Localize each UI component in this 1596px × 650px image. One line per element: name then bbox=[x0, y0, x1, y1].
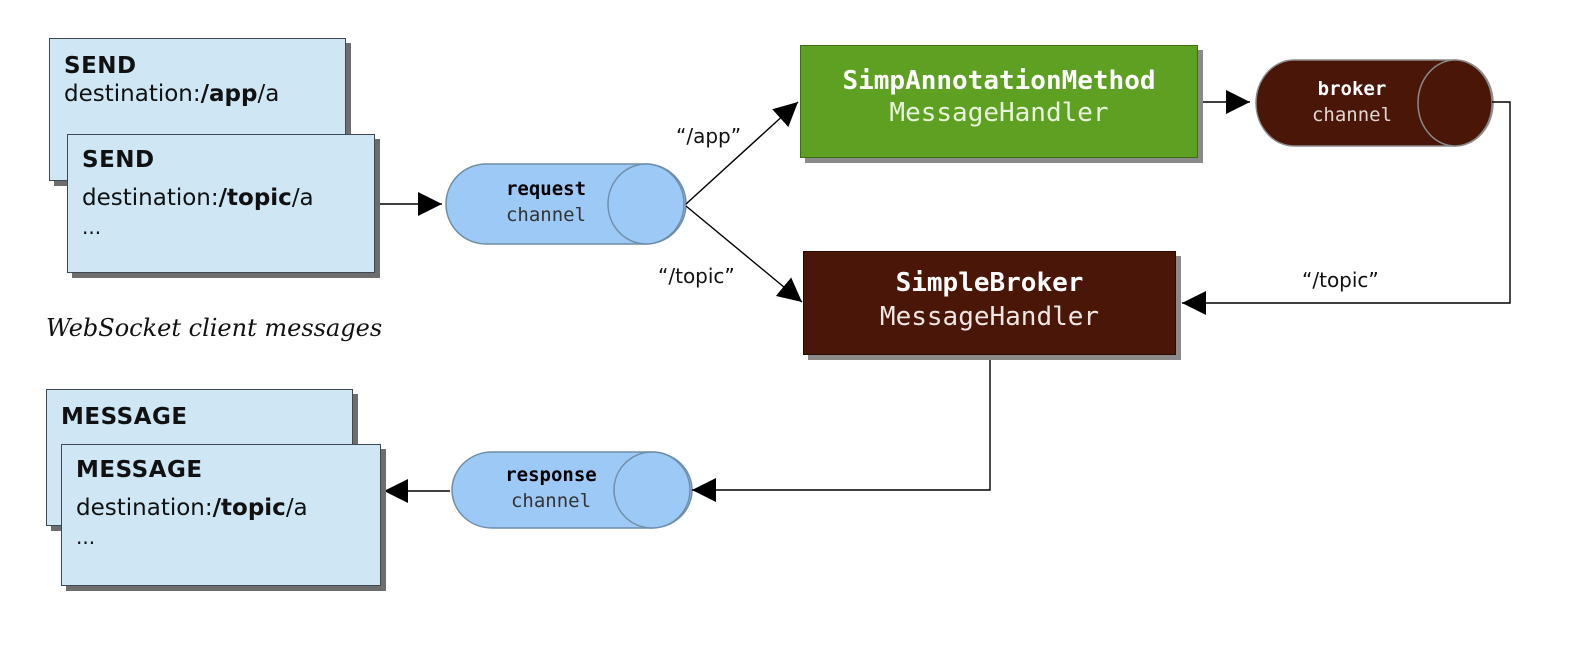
send-front-title: SEND bbox=[82, 147, 155, 173]
request-channel-shape bbox=[445, 163, 687, 245]
message-front: MESSAGE destination:/topic/a ... bbox=[61, 444, 381, 586]
send-front-destination: destination:/topic/a bbox=[82, 185, 374, 211]
simple-broker-sub: MessageHandler bbox=[879, 302, 1100, 332]
send-back-dest-prefix: destination: bbox=[64, 81, 201, 107]
send-front-dest-suffix: /a bbox=[291, 185, 314, 211]
send-front-dest-bold: /topic bbox=[218, 185, 292, 211]
broker-channel-title: broker bbox=[1317, 78, 1387, 100]
response-channel-title: response bbox=[505, 464, 597, 486]
client-messages-caption: WebSocket client messages bbox=[46, 314, 383, 342]
message-back-title: MESSAGE bbox=[61, 404, 188, 430]
send-front-ellipsis: ... bbox=[82, 215, 102, 239]
send-back-destination: destination:/app/a bbox=[64, 81, 345, 107]
send-back-dest-suffix: /a bbox=[257, 81, 280, 107]
arrow-request-to-simplebroker bbox=[685, 205, 803, 303]
message-front-dest-prefix: destination: bbox=[76, 495, 213, 521]
annotation-method-handler: SimpAnnotationMethod MessageHandler bbox=[800, 45, 1198, 158]
annotation-handler-title: SimpAnnotationMethod bbox=[842, 66, 1156, 96]
arrow-simplebroker-to-response bbox=[692, 357, 991, 502]
message-front-title: MESSAGE bbox=[76, 457, 203, 483]
route-label-topic-lower: “/topic” bbox=[658, 264, 735, 288]
route-label-topic-right: “/topic” bbox=[1302, 268, 1379, 292]
message-front-ellipsis: ... bbox=[76, 525, 96, 549]
request-channel-label: request channel bbox=[486, 176, 606, 228]
arrow-request-to-annotation bbox=[685, 101, 799, 205]
route-label-app: “/app” bbox=[676, 124, 742, 148]
send-back-dest-bold: /app bbox=[200, 81, 258, 107]
annotation-handler-sub: MessageHandler bbox=[889, 98, 1109, 128]
broker-channel-shape bbox=[1255, 59, 1494, 147]
arrow-broker-to-simplebroker bbox=[1182, 101, 1511, 315]
send-message-front: SEND destination:/topic/a ... bbox=[67, 134, 375, 273]
broker-channel-label: broker channel bbox=[1292, 76, 1412, 128]
simple-broker-title: SimpleBroker bbox=[895, 268, 1084, 298]
send-front-dest-prefix: destination: bbox=[82, 185, 219, 211]
message-front-dest-suffix: /a bbox=[285, 495, 308, 521]
broker-channel-sub: channel bbox=[1311, 104, 1393, 126]
simple-broker-handler: SimpleBroker MessageHandler bbox=[803, 251, 1176, 355]
message-front-destination: destination:/topic/a bbox=[76, 495, 380, 521]
message-front-dest-bold: /topic bbox=[212, 495, 286, 521]
request-channel-sub: channel bbox=[505, 204, 587, 226]
response-channel-label: response channel bbox=[488, 462, 614, 514]
send-back-title: SEND bbox=[64, 53, 137, 79]
request-channel-title: request bbox=[505, 178, 587, 200]
response-channel-shape bbox=[451, 451, 693, 529]
response-channel-sub: channel bbox=[510, 490, 592, 512]
